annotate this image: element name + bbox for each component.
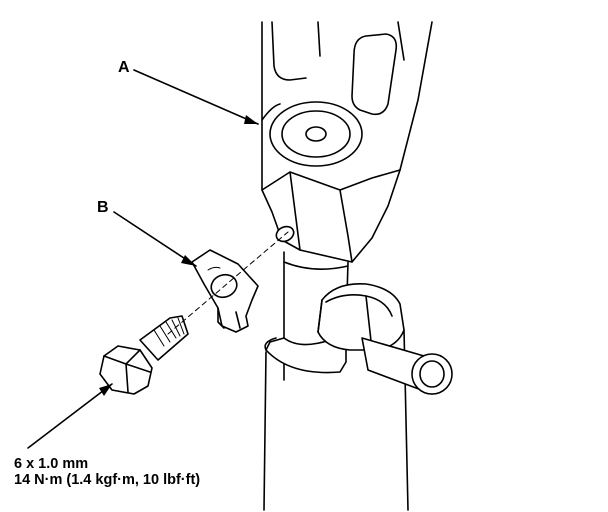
leader-bolt [27, 383, 113, 449]
callout-a-label: A [118, 59, 130, 76]
callout-b-label: B [97, 199, 109, 216]
assembly-centerline [167, 231, 289, 335]
fastener-spec: 6 x 1.0 mm 14 N·m (1.4 kgf·m, 10 lbf·ft) [14, 456, 200, 488]
leader-b [113, 211, 197, 267]
fastener-torque: 14 N·m (1.4 kgf·m, 10 lbf·ft) [14, 472, 201, 488]
part-a-arm [261, 21, 433, 263]
side-pin [361, 337, 453, 395]
fastener-size: 6 x 1.0 mm [14, 456, 89, 472]
leader-a [133, 69, 259, 125]
part-b-washer [191, 249, 259, 333]
clamp-collar [317, 283, 405, 351]
